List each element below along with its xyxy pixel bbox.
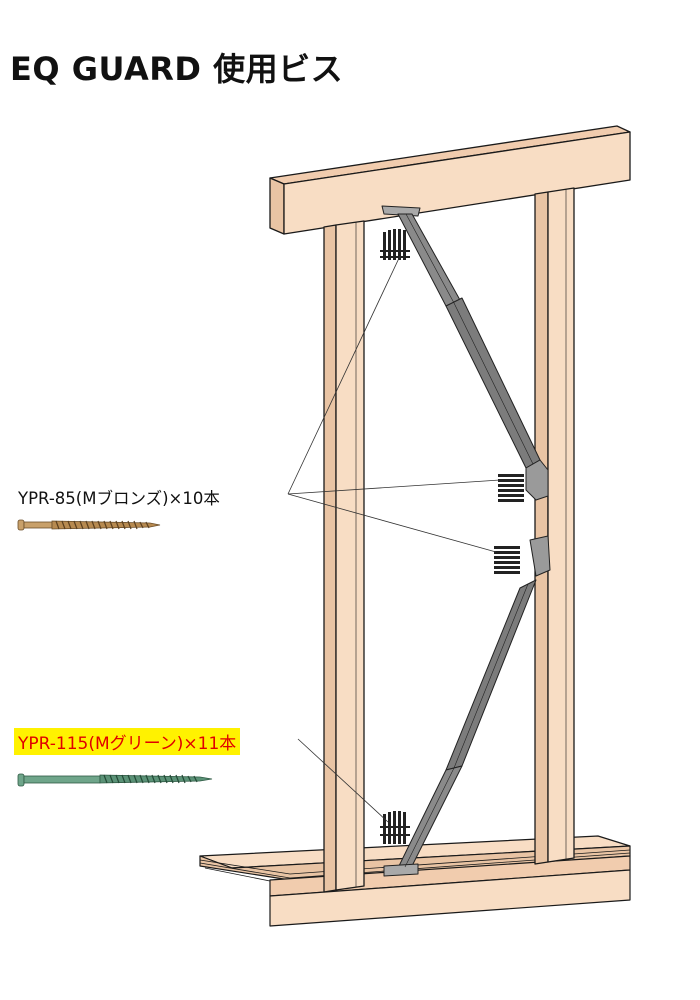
ypr-115-label: YPR-115(Mグリーン)×11本 [14,728,241,755]
upper-brace [381,205,549,501]
screw-bundle-mid-upper [498,474,524,502]
right-stud [534,187,575,865]
left-stud [323,220,365,893]
ypr-85-label: YPR-85(Mブロンズ)×10本 [18,489,220,508]
screw-bundle-mid-lower [494,546,520,574]
leader-lines [287,255,501,823]
screw-bundle-bottom [380,811,410,844]
top-beam [269,125,631,235]
lower-brace [383,535,551,877]
screw-bundle-top [380,229,410,260]
floor-board [199,835,631,927]
page-title: EQ GUARD 使用ビス [10,50,344,88]
green-screw-icon [17,773,213,787]
bronze-screw-icon [17,519,161,531]
